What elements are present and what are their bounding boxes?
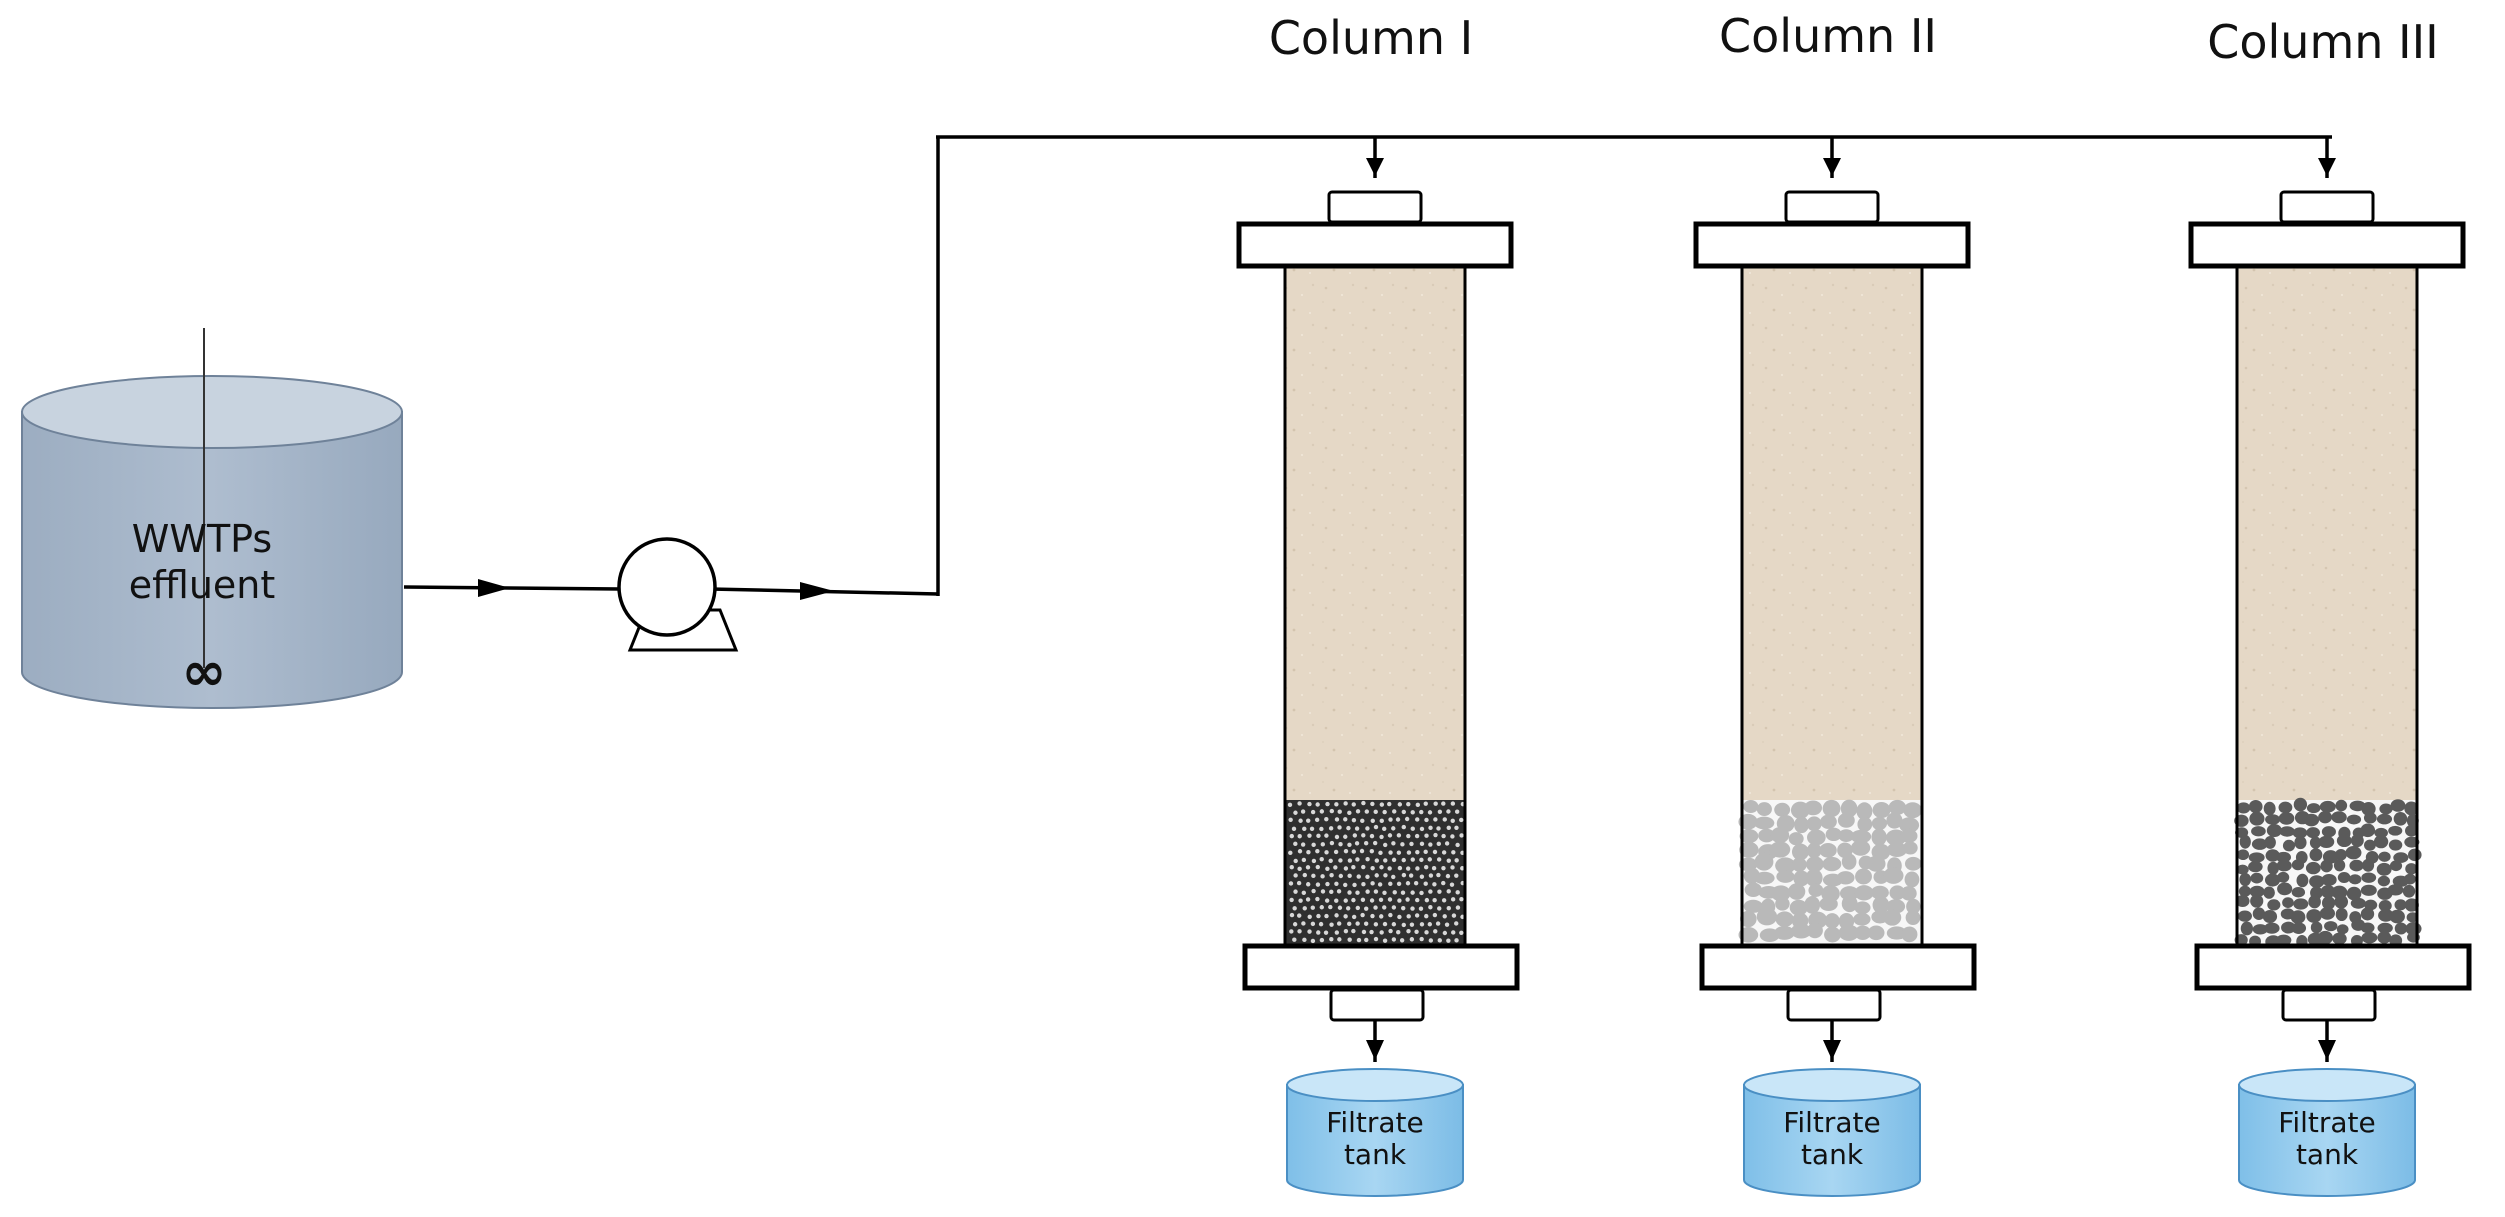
media-layer-dark-fine-gravel (1285, 800, 1466, 945)
flow-arrow (1366, 158, 1384, 176)
feed-pipework (403, 135, 2332, 600)
filtrate-tank-label-line1: Filtrate (1783, 1106, 1880, 1139)
outlet-nozzle (1329, 988, 1425, 1022)
pump-icon (617, 537, 739, 652)
flow-arrow (1823, 1040, 1841, 1060)
column-title: Column I (1269, 11, 1473, 65)
sand-layer (1285, 265, 1465, 800)
column-title: Column II (1719, 9, 1937, 63)
filtrate-tank-label-line1: Filtrate (2278, 1106, 2375, 1139)
outlet-nozzle (1786, 988, 1882, 1022)
filtrate-tank-label-line2: tank (1801, 1138, 1864, 1171)
top-flange (1693, 221, 1971, 269)
bottom-flange (1242, 943, 1520, 991)
top-flange (1236, 221, 1514, 269)
outlet-nozzle (2281, 988, 2377, 1022)
inlet-nozzle (2279, 190, 2375, 224)
bottom-flange (2194, 943, 2472, 991)
inlet-nozzle (1784, 190, 1880, 224)
bottom-flange (1699, 943, 1977, 991)
sand-layer (1742, 265, 1922, 800)
media-layer-dark-grey-pebbles (2234, 797, 2422, 949)
filtrate-tank-label-line1: Filtrate (1326, 1106, 1423, 1139)
stirrer-icon: ∞ (182, 640, 227, 703)
top-flange (2188, 221, 2466, 269)
filtrate-tank-label-line2: tank (1344, 1138, 1407, 1171)
source-tank: WWTPs effluent ∞ (21, 328, 403, 709)
flow-arrow (2318, 158, 2336, 176)
flow-arrow (1366, 1040, 1384, 1060)
column-title: Column III (2207, 15, 2438, 69)
media-layer-light-grey-pebbles (1738, 799, 1923, 945)
flow-arrow (2318, 1040, 2336, 1060)
source-tank-label-line2: effluent (129, 563, 276, 607)
filtrate-tank-label-line2: tank (2296, 1138, 2359, 1171)
inlet-nozzle (1327, 190, 1423, 224)
sand-layer (2237, 265, 2417, 800)
flow-arrow (1823, 158, 1841, 176)
source-tank-label-line1: WWTPs (132, 517, 272, 561)
